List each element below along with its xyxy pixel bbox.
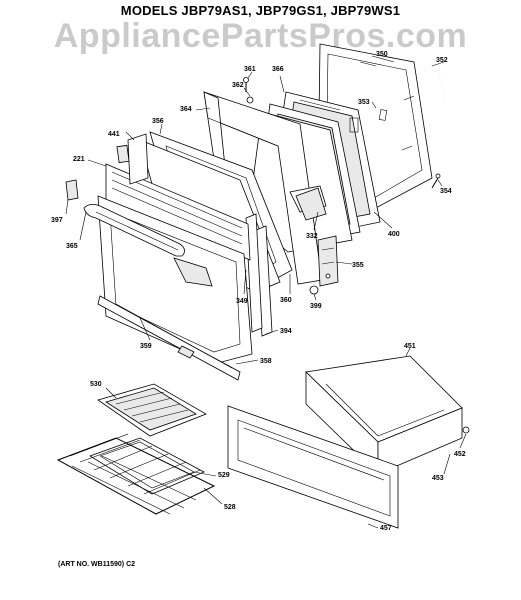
watermark: AppliancePartsPros.com (53, 17, 468, 55)
callout-452: 452 (454, 451, 466, 458)
callout-221: 221 (73, 156, 85, 163)
callout-358: 358 (260, 358, 272, 365)
door-hinge (317, 235, 339, 287)
callout-360: 360 (280, 297, 292, 304)
storage-drawer (227, 355, 470, 529)
broiler-pan (97, 383, 207, 437)
callout-362: 362 (232, 82, 244, 89)
door-gasket-piece (423, 66, 446, 105)
callout-400: 400 (388, 231, 400, 238)
callout-352: 352 (436, 57, 448, 64)
callout-349: 349 (236, 298, 248, 305)
callout-397: 397 (51, 217, 63, 224)
callout-365: 365 (66, 243, 78, 250)
leader-lines (65, 55, 467, 529)
callout-530: 530 (90, 381, 102, 388)
callout-451: 451 (404, 343, 416, 350)
callout-356: 356 (152, 118, 164, 125)
callout-441: 441 (108, 131, 120, 138)
small-hardware (65, 77, 441, 295)
callout-354: 354 (440, 188, 452, 195)
door-handle (83, 204, 213, 287)
callout-394: 394 (280, 328, 292, 335)
callout-350: 350 (376, 51, 388, 58)
door-side-trim (245, 213, 273, 337)
callout-364: 364 (180, 106, 192, 113)
art-number: (ART NO. WB11590) C2 (58, 561, 136, 568)
callout-332: 332 (306, 233, 318, 240)
callout-453: 453 (432, 475, 444, 482)
oven-rack (56, 433, 216, 515)
models-title: MODELS JBP79AS1, JBP79GS1, JBP79WS1 (120, 3, 401, 18)
window-frame-441 (127, 133, 149, 185)
callout-366: 366 (272, 66, 284, 73)
callout-359: 359 (140, 343, 152, 350)
callout-355: 355 (352, 262, 364, 269)
callout-529: 529 (218, 472, 230, 479)
broiler-pan-insert (89, 437, 205, 495)
callout-353: 353 (358, 99, 370, 106)
callout-457: 457 (380, 525, 392, 532)
callout-361: 361 (244, 66, 256, 73)
callout-528: 528 (224, 504, 236, 511)
door-bottom-trim (97, 295, 241, 381)
callout-labels: 350 352 361 366 362 364 353 441 356 221 … (51, 51, 466, 532)
callout-399: 399 (310, 303, 322, 310)
